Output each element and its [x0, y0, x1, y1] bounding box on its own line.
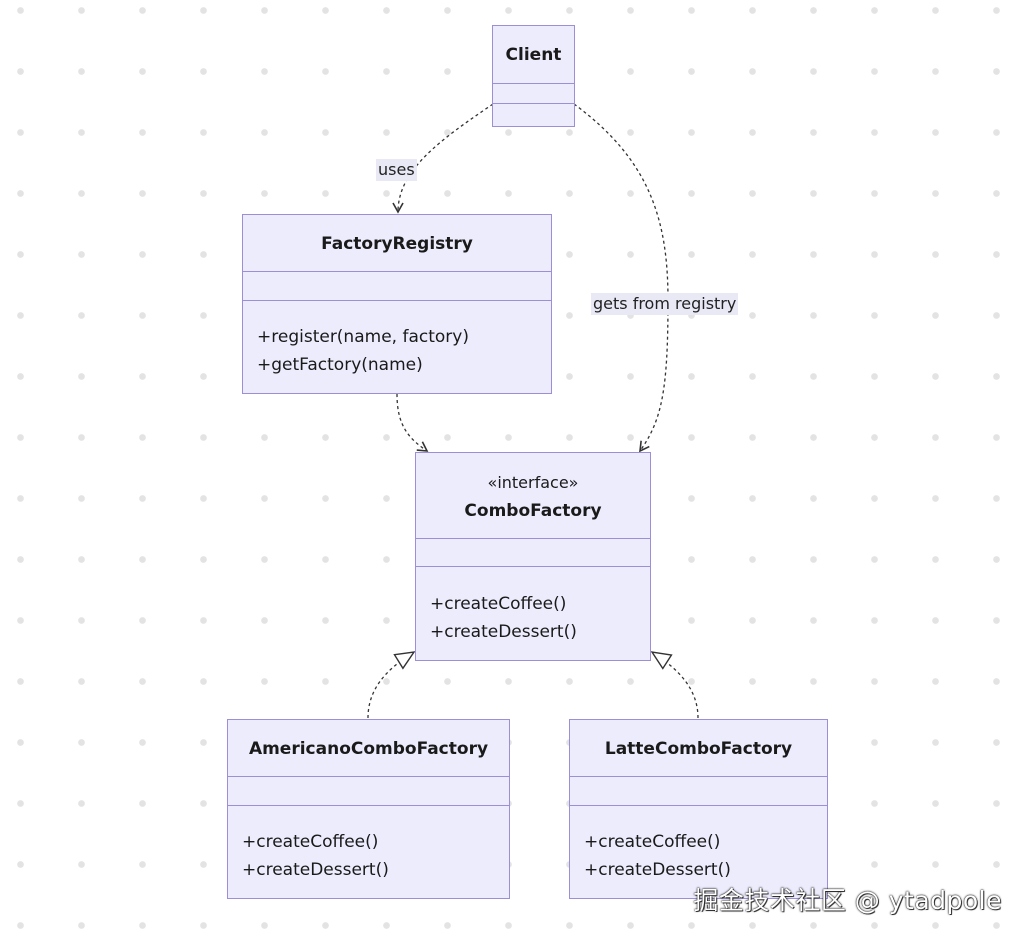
class-factory-registry[interactable]: FactoryRegistry +register(name, factory)…: [242, 214, 552, 394]
class-name: LatteComboFactory: [604, 739, 793, 759]
methods-divider: [570, 805, 827, 806]
attributes-divider: [243, 271, 551, 272]
method-create-coffee: +createCoffee(): [430, 594, 567, 614]
edge-label-uses: uses: [376, 159, 417, 181]
method-create-dessert: +createDessert(): [584, 860, 731, 880]
class-combo-factory[interactable]: «interface» ComboFactory +createCoffee()…: [415, 452, 651, 661]
method-get-factory: +getFactory(name): [257, 355, 423, 375]
edge-americano-realizes-combofactory: [367, 651, 416, 719]
class-name: Client: [505, 45, 562, 65]
method-register: +register(name, factory): [257, 327, 469, 347]
methods-divider: [416, 566, 650, 567]
class-name: FactoryRegistry: [321, 234, 473, 254]
edge-latte-realizes-combofactory: [650, 651, 699, 719]
methods-divider: [493, 103, 574, 104]
edge-client-uses-registry: [392, 103, 494, 214]
method-create-coffee: +createCoffee(): [584, 832, 721, 852]
class-name: AmericanoComboFactory: [248, 739, 489, 759]
class-client[interactable]: Client: [492, 25, 575, 127]
attributes-divider: [228, 776, 509, 777]
methods-divider: [228, 805, 509, 806]
edge-registry-to-combofactory: [396, 393, 429, 452]
watermark: 掘金技术社区 @ ytadpole: [693, 886, 1002, 915]
method-create-dessert: +createDessert(): [430, 622, 577, 642]
class-stereotype: «interface»: [487, 473, 579, 492]
class-americano-combo-factory[interactable]: AmericanoComboFactory +createCoffee() +c…: [227, 719, 510, 899]
attributes-divider: [570, 776, 827, 777]
class-latte-combo-factory[interactable]: LatteComboFactory +createCoffee() +creat…: [569, 719, 828, 899]
edge-client-gets-from-registry: [573, 103, 669, 453]
attributes-divider: [416, 538, 650, 539]
method-create-dessert: +createDessert(): [242, 860, 389, 880]
edge-label-gets-from-registry: gets from registry: [591, 293, 739, 315]
attributes-divider: [493, 83, 574, 84]
class-name: ComboFactory: [464, 501, 602, 521]
method-create-coffee: +createCoffee(): [242, 832, 379, 852]
methods-divider: [243, 300, 551, 301]
